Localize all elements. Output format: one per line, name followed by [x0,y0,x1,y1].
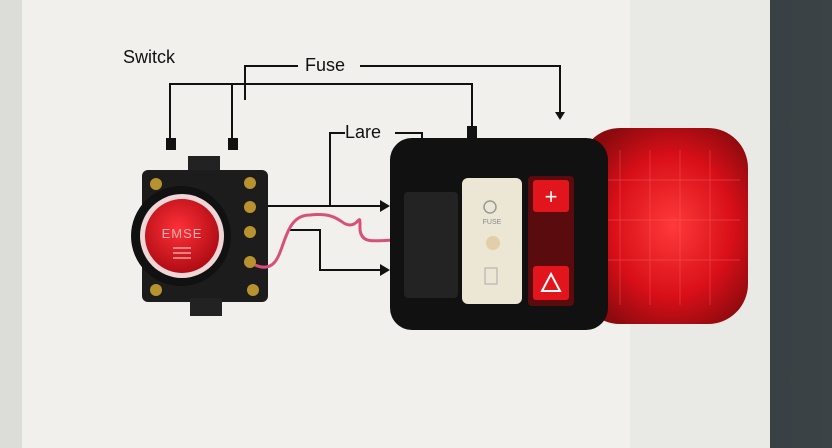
wire [254,213,401,269]
plus-button[interactable] [533,180,569,212]
battery-slot [404,192,458,298]
label-lare: Lare [345,122,381,142]
label-switch: Switck [123,47,176,67]
red-lamp [580,128,748,324]
arrow-icon [380,200,390,212]
fuse-button[interactable] [486,236,500,250]
arrow-icon [380,264,390,276]
search-icon [483,200,497,214]
triangle-icon [540,271,562,292]
button-label: EMSE [162,226,203,241]
triangle-button[interactable] [533,266,569,300]
label-fuse: Fuse [305,55,345,75]
arrow-icon [555,112,565,120]
terminal-screws [150,177,259,296]
diagram-lines [169,65,561,271]
menu-lines-icon [173,247,191,259]
plus-icon: + [545,184,558,209]
fuse-label: FUSE [483,219,502,226]
fuse-icon [484,267,498,285]
